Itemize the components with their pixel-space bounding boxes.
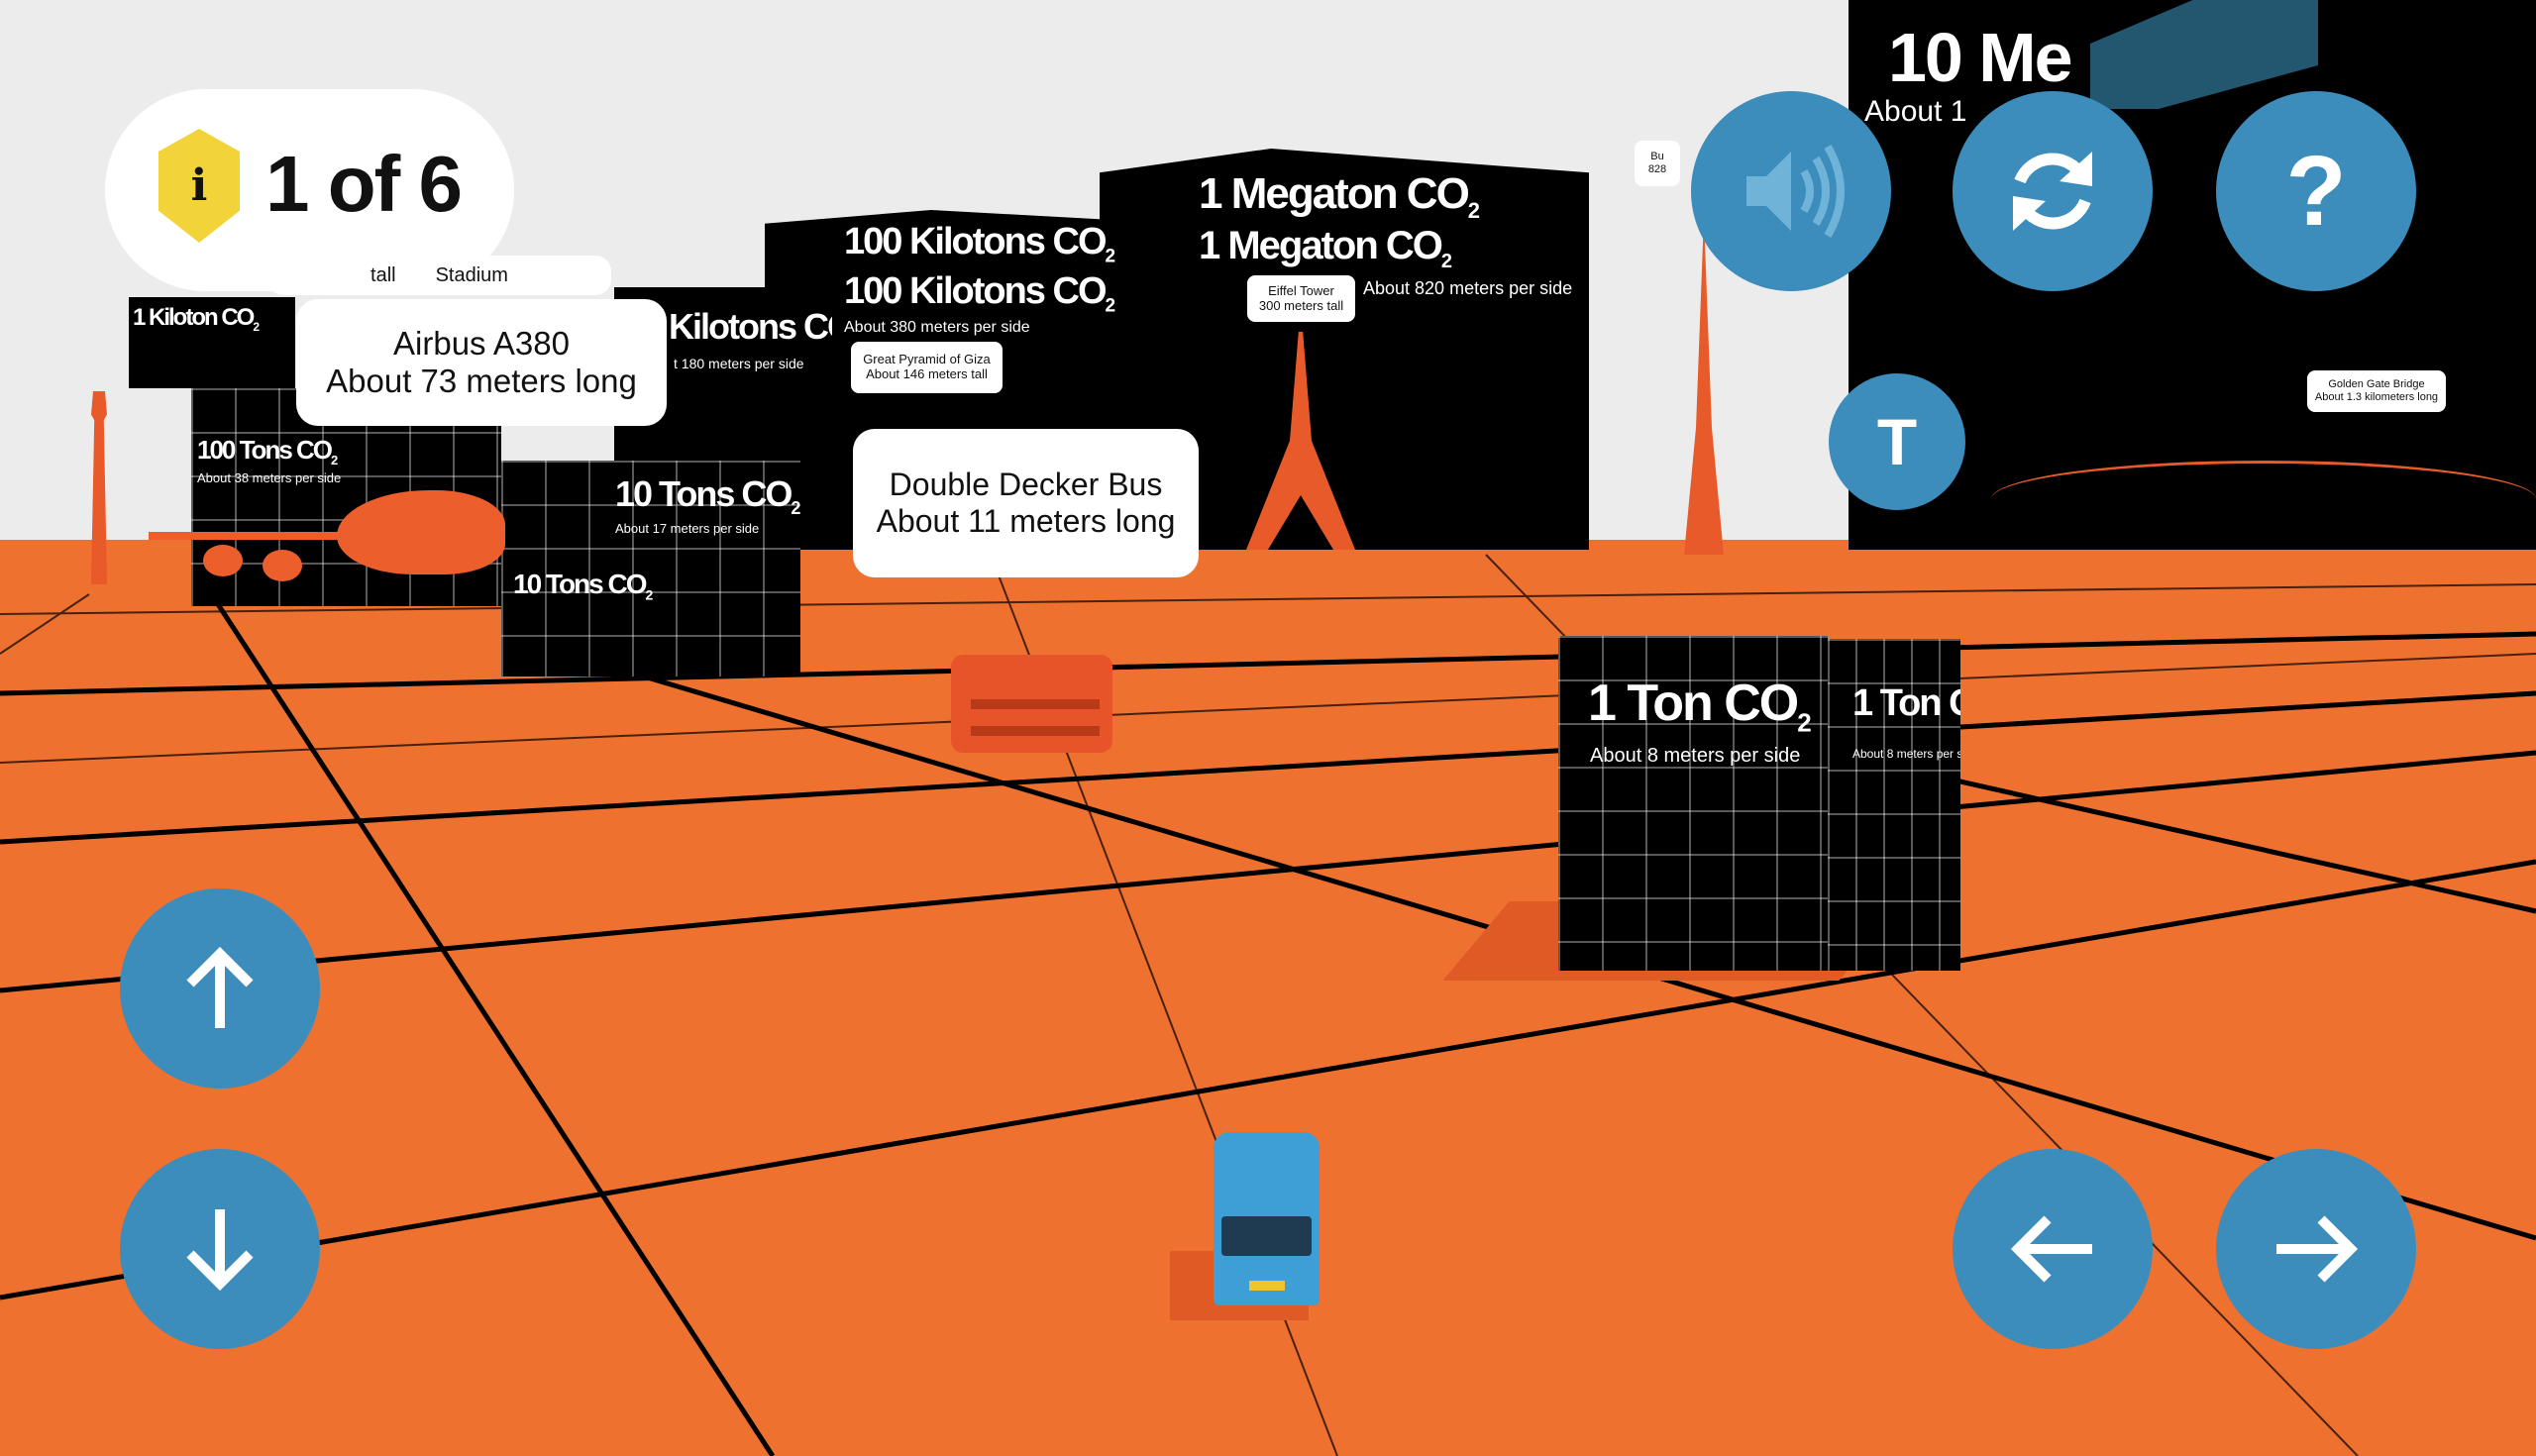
move-forward-button[interactable] [120,888,320,1089]
cube-title: 1 Ton CO2 [1588,675,1812,738]
cube-desc: About 38 meters per side [197,470,342,485]
label-eiffel: Eiffel Tower 300 meters tall [1247,275,1355,322]
label-name: Golden Gate Bridge [2328,378,2425,391]
label-name: Double Decker Bus [889,467,1163,503]
cube-desc: About 8 meters per side [1590,745,1801,767]
cube-desc: About 820 meters per side [1363,278,1573,298]
cube-title-side: 1 Ton CO2 [1852,682,1960,724]
text-icon: T [1876,405,1918,478]
cube-title: 10 Me [1888,19,2073,96]
cube-desc: About 1 [1864,95,1967,128]
label-name: Great Pyramid of Giza [863,352,991,367]
help-button[interactable]: ? [2216,91,2416,291]
golden-gate-bridge-model [1991,461,2536,538]
label-name: Airbus A380 [393,325,570,363]
turn-right-button[interactable] [2216,1149,2416,1349]
arrow-down-icon [186,1209,254,1292]
question-icon: ? [2285,135,2347,247]
label-desc: 828 [1647,163,1667,175]
cube-1-kiloton: 1 Kiloton CO2 [129,297,295,388]
label-stadium: tall Stadium [267,256,611,295]
cube-title-side: 100 Kilotons CO2 [844,270,1115,317]
double-decker-bus-model [951,655,1112,753]
move-back-button[interactable] [120,1149,320,1349]
cube-title-side: 100 Tons CO2 [197,435,338,468]
arrow-up-icon [186,946,254,1028]
cube-1-ton: 1 Ton CO2 About 8 meters per side [1558,636,1828,971]
lighthouse-model [91,391,107,584]
cube-title: 10 Tons CO2 [615,473,800,519]
cube-1-ton-side: 1 Ton CO2 About 8 meters per side [1828,639,1960,971]
label-desc: 300 meters tall [1258,297,1344,313]
cube-desc: About 380 meters per side [844,319,1030,336]
cube-10-tons: 10 Tons CO2 About 17 meters per side 10 … [501,461,800,676]
airbus-model [149,490,505,581]
label-bus: Double Decker Bus About 11 meters long [853,429,1199,577]
progress-label: 1 of 6 [265,140,463,228]
label-desc: About 73 meters long [326,363,637,399]
label-stadium-name: Stadium [435,263,508,286]
cube-desc: t 180 meters per side [674,356,804,371]
label-desc: About 146 meters tall [866,366,988,381]
cube-title-side: 1 Megaton CO2 [1199,224,1452,272]
reset-button[interactable] [1953,91,2153,291]
cube-desc: About 8 meters per side [1852,747,1960,761]
cube-title: Kilotons CO2 [669,306,832,347]
label-airbus: Airbus A380 About 73 meters long [296,299,667,426]
speaker-icon [1746,145,1845,238]
sound-button[interactable] [1691,91,1891,291]
label-stadium-partial: tall [370,263,396,286]
label-pyramid: Great Pyramid of Giza About 146 meters t… [851,342,1003,393]
turn-left-button[interactable] [1953,1149,2153,1349]
label-name: Eiffel Tower [1268,282,1334,298]
label-desc: About 11 meters long [876,503,1176,539]
label-desc: About 1.3 kilometers long [2314,391,2439,403]
label-golden-gate: Golden Gate Bridge About 1.3 kilometers … [2307,370,2446,412]
arrow-right-icon [2276,1215,2359,1283]
cube-title: 1 Megaton CO2 [1199,169,1480,223]
cube-title: 100 Kilotons CO2 [844,221,1115,267]
cube-title-side: 10 Tons CO2 [513,569,653,603]
player-car[interactable] [1170,1132,1323,1320]
cube-desc: About 17 meters per side [615,521,760,536]
label-name: Bu [1650,151,1664,163]
arrow-left-icon [2010,1215,2092,1283]
cube-title: 1 Kiloton CO2 [133,304,260,334]
cube-1-megaton: 1 Megaton CO2 1 Megaton CO2 About 820 me… [1100,149,1589,550]
info-glyph: i [190,160,208,211]
refresh-icon [2013,152,2092,231]
label-burj: Bu 828 [1635,141,1680,186]
text-toggle-button[interactable]: T [1829,373,1965,510]
